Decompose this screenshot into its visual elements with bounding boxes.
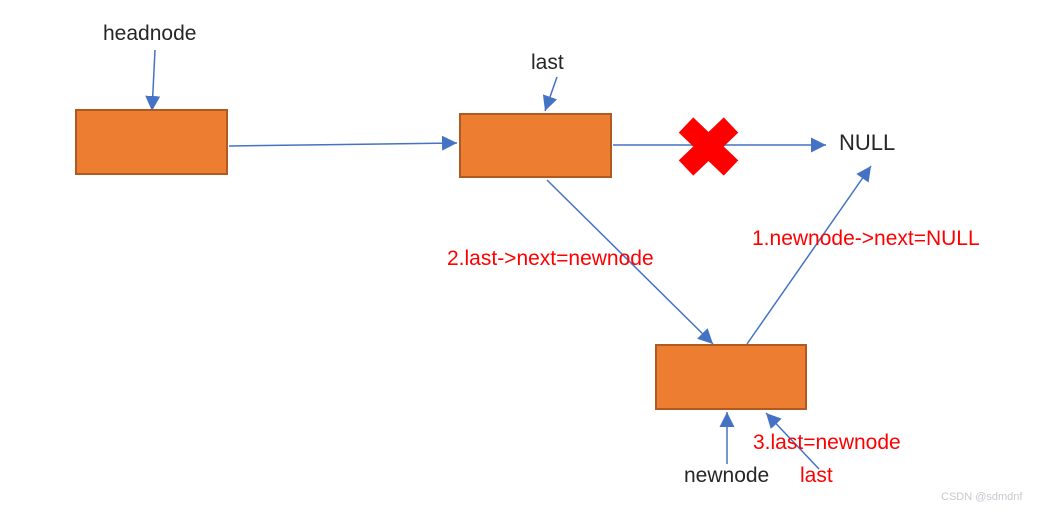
annotation-step1: 1.newnode->next=NULL (752, 227, 980, 250)
arrow-head-box-to-last-box (228, 135, 458, 151)
headnode-label: headnode (103, 22, 197, 45)
arrow-headnode-to-head-box (145, 49, 161, 112)
arrow-last-bottom-label-to-new-box (765, 412, 820, 470)
last-node-box (459, 113, 612, 178)
red-cross-icon (678, 117, 739, 176)
new-node-box (655, 344, 807, 410)
last-pointer-label-top: last (531, 51, 564, 74)
arrow-new-box-to-null (746, 165, 872, 345)
arrow-last-box-to-new-box (546, 179, 714, 345)
head-node-box (75, 109, 228, 175)
csdn-watermark: CSDN @sdmdnf (941, 491, 1023, 503)
newnode-label: newnode (684, 464, 770, 487)
annotation-step3: 3.last=newnode (753, 431, 901, 454)
annotation-step2: 2.last->next=newnode (447, 247, 654, 270)
arrow-last-label-to-last-box (542, 76, 558, 112)
null-label: NULL (839, 130, 896, 155)
last-pointer-label-bottom: last (800, 464, 833, 487)
